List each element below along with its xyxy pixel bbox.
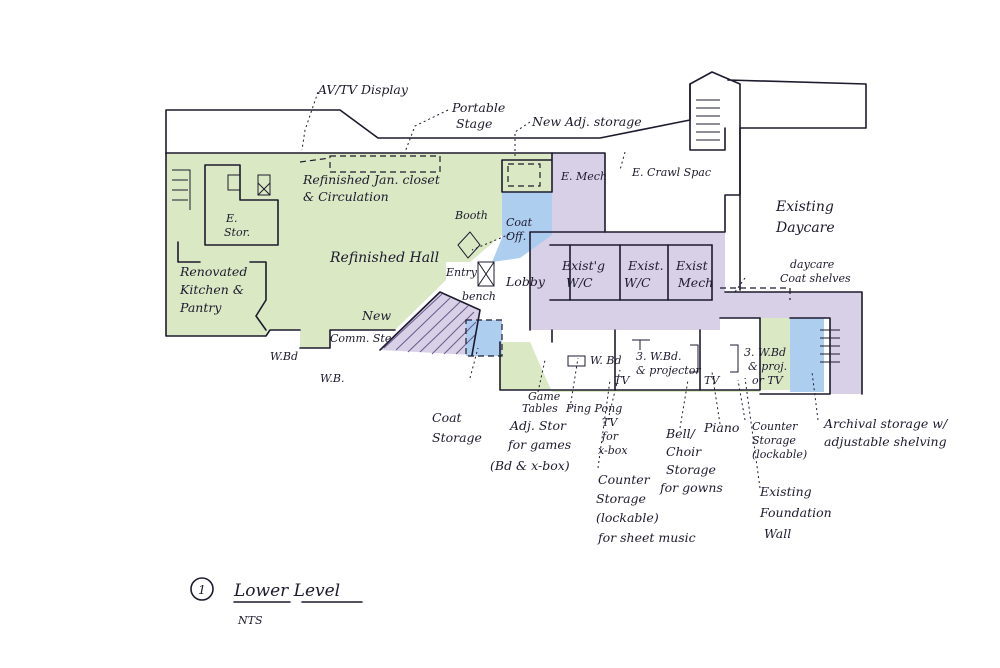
label-existing-daycare-1: Existing: [775, 199, 834, 215]
label-three-wbd-3: 3. W.Bd: [744, 346, 786, 359]
label-counter-storage-m-4: for sheet music: [597, 530, 696, 545]
label-entry: Entry: [445, 266, 478, 279]
label-e-stor-1: E.: [225, 212, 238, 225]
label-adj-stor-1: Adj. Stor: [509, 418, 567, 433]
existing-daycare-corridor-fill: [830, 318, 862, 394]
leader-lines: [301, 91, 819, 489]
label-daycare-coat-2: Coat shelves: [780, 272, 851, 285]
label-tv-xbox-3: x-box: [598, 444, 628, 457]
drawing-number: 1: [198, 582, 206, 597]
label-counter-storage-m-3: (lockable): [596, 510, 659, 525]
label-daycare-coat-1: daycare: [790, 258, 835, 271]
coat-office-fill: [492, 192, 552, 262]
label-wbd-2: W.B.: [320, 372, 344, 385]
label-new-adj-storage: New Adj. storage: [531, 114, 642, 129]
label-existing-foundation-3: Wall: [764, 526, 791, 541]
label-coat-office-2: Off.: [506, 230, 526, 243]
label-refinished-jan-closet-1: Refinished Jan. closet: [302, 172, 441, 187]
label-e-crawl-space: E. Crawl Spac: [631, 166, 711, 179]
label-tv-a: TV: [614, 374, 630, 387]
label-existing-foundation-1: Existing: [759, 484, 812, 499]
label-e-stor-2: Stor.: [224, 226, 250, 239]
title-block: 1 Lower Level NTS: [190, 577, 363, 627]
label-counter-storage-m-1: Counter: [598, 472, 651, 487]
label-tv-xbox-2: for: [601, 430, 619, 443]
label-existg-wc-2: W/C: [566, 275, 593, 290]
label-av-tv-display: AV/TV Display: [317, 82, 409, 97]
renovated-corridor-fill: [500, 318, 790, 392]
label-counter-storage-r-1: Counter: [752, 420, 798, 433]
label-coat-storage-1: Coat: [432, 410, 463, 425]
label-existing-foundation-2: Foundation: [759, 505, 832, 520]
label-piano: Piano: [703, 420, 739, 435]
label-tv-xbox-1: TV: [602, 416, 618, 429]
label-counter-storage-r-3: (lockable): [752, 448, 807, 461]
label-exist-mech-1: Exist: [675, 258, 709, 273]
label-counter-storage-m-2: Storage: [596, 491, 646, 506]
label-renovated-kitchen-3: Pantry: [179, 300, 222, 315]
renovated-area-fill: [166, 153, 552, 348]
building-walls: [165, 71, 867, 395]
archival-storage-fill: [790, 318, 824, 392]
label-portable-stage-1: Portable: [451, 100, 505, 115]
label-new-comm-2: Comm. Ste: [330, 332, 392, 345]
label-three-wbd-1: 3. W.Bd.: [636, 350, 682, 363]
label-bell-choir-2: Choir: [666, 444, 702, 459]
label-bell-choir-1: Bell/: [665, 426, 697, 441]
existing-mech-fill: [552, 153, 605, 232]
label-archival-1: Archival storage w/: [823, 416, 949, 431]
drawing-title: Lower Level: [233, 581, 340, 601]
new-comm-ste-fill: [380, 292, 480, 355]
label-booth: Booth: [454, 209, 488, 222]
label-bell-choir-3: Storage: [666, 462, 716, 477]
label-wbd-1: W.Bd: [270, 350, 298, 363]
label-three-wbd-4: & proj.: [748, 360, 787, 373]
label-existg-wc-1: Exist'g: [561, 258, 605, 273]
label-wbd-small: W. Bd: [590, 354, 622, 367]
label-exist-mech-2: Mech: [677, 275, 713, 290]
label-three-wbd-5: or TV: [752, 374, 784, 387]
label-e-mech: E. Mech: [560, 170, 607, 183]
label-portable-stage-2: Stage: [456, 116, 492, 131]
label-adj-stor-2: for games: [507, 437, 571, 452]
label-archival-2: adjustable shelving: [824, 434, 947, 449]
comm-ste-hatch: [383, 293, 477, 355]
label-bell-choir-4: for gowns: [659, 480, 723, 495]
label-exist-wc-1: Exist.: [627, 258, 664, 273]
drawing-number-circle: [190, 577, 214, 601]
label-renovated-kitchen-2: Kitchen &: [179, 282, 244, 297]
label-tv-b: TV: [704, 374, 720, 387]
label-ping-pong: Ping Pong: [565, 402, 622, 415]
label-bench: bench: [462, 290, 496, 303]
label-exist-wc-2: W/C: [624, 275, 651, 290]
label-lobby: Lobby: [505, 274, 546, 289]
label-coat-storage-2: Storage: [432, 430, 482, 445]
label-game-tables-2: Tables: [522, 402, 558, 415]
label-renovated-kitchen-1: Renovated: [179, 264, 247, 279]
label-refinished-jan-closet-2: & Circulation: [303, 189, 389, 204]
existing-wc-block-fill: [530, 232, 862, 330]
drawing-scale: NTS: [237, 614, 263, 627]
label-refinished-hall: Refinished Hall: [329, 250, 439, 266]
label-game-tables-1: Game: [528, 390, 561, 403]
label-three-wbd-2: & projector: [636, 364, 701, 377]
zone-fills: [166, 153, 862, 394]
label-counter-storage-r-2: Storage: [752, 434, 796, 447]
label-coat-office-1: Coat: [506, 216, 533, 229]
label-existing-daycare-2: Daycare: [775, 220, 835, 236]
label-new-comm-1: New: [361, 308, 391, 323]
callout-labels: Coat Storage Game Tables Ping Pong Adj. …: [432, 390, 949, 545]
plan-labels: AV/TV Display Portable Stage New Adj. st…: [179, 82, 851, 387]
label-adj-stor-3: (Bd & x-box): [490, 458, 570, 473]
